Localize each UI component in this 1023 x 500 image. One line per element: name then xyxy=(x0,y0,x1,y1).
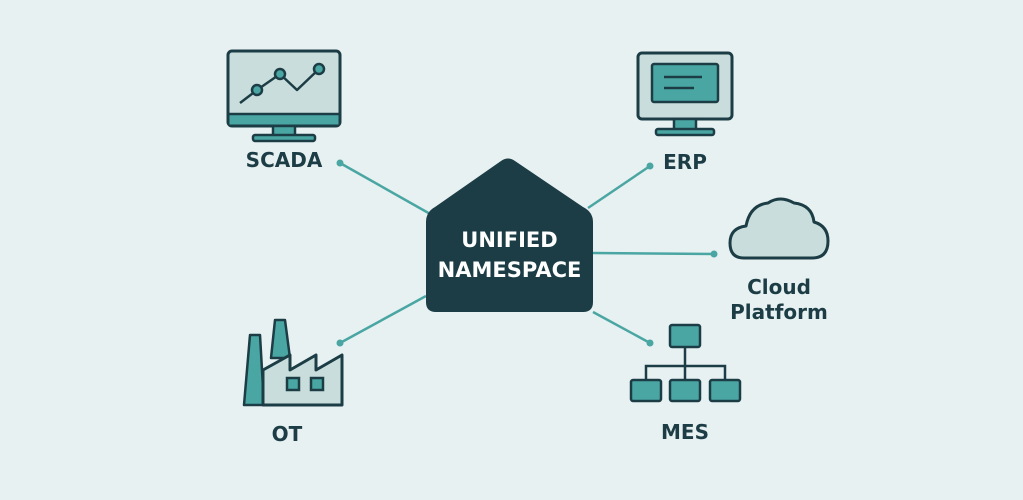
connector-dot-mes xyxy=(646,339,654,347)
cloud-icon xyxy=(728,197,830,260)
connector-erp xyxy=(587,164,651,210)
node-label-cloud-line2: Platform xyxy=(730,300,828,324)
node-label-erp: ERP xyxy=(663,150,707,174)
connector-scada xyxy=(339,161,433,217)
hub-shape xyxy=(426,158,593,312)
connector-mes xyxy=(592,310,651,345)
hub-label-line2: NAMESPACE xyxy=(437,258,582,282)
connector-dot-scada xyxy=(336,159,344,167)
connector-dot-cloud xyxy=(710,250,718,258)
connector-ot xyxy=(339,294,427,345)
factory-icon xyxy=(242,318,344,407)
connector-dot-erp xyxy=(646,162,654,170)
connectors xyxy=(336,159,718,347)
node-label-mes: MES xyxy=(661,420,709,444)
node-label-ot: OT xyxy=(271,422,303,446)
hub-label-line1: UNIFIED xyxy=(461,228,558,252)
node-label-cloud-line1: Cloud xyxy=(747,275,811,299)
connector-dot-ot xyxy=(336,339,344,347)
node-label-scada: SCADA xyxy=(245,148,323,172)
monitor-window-icon xyxy=(636,51,734,137)
hierarchy-icon xyxy=(629,323,742,403)
monitor-chart-icon xyxy=(226,49,342,143)
node-label-cloud: Cloud Platform xyxy=(714,275,844,325)
hub-label: UNIFIED NAMESPACE xyxy=(426,225,593,285)
connector-cloud xyxy=(592,251,715,256)
